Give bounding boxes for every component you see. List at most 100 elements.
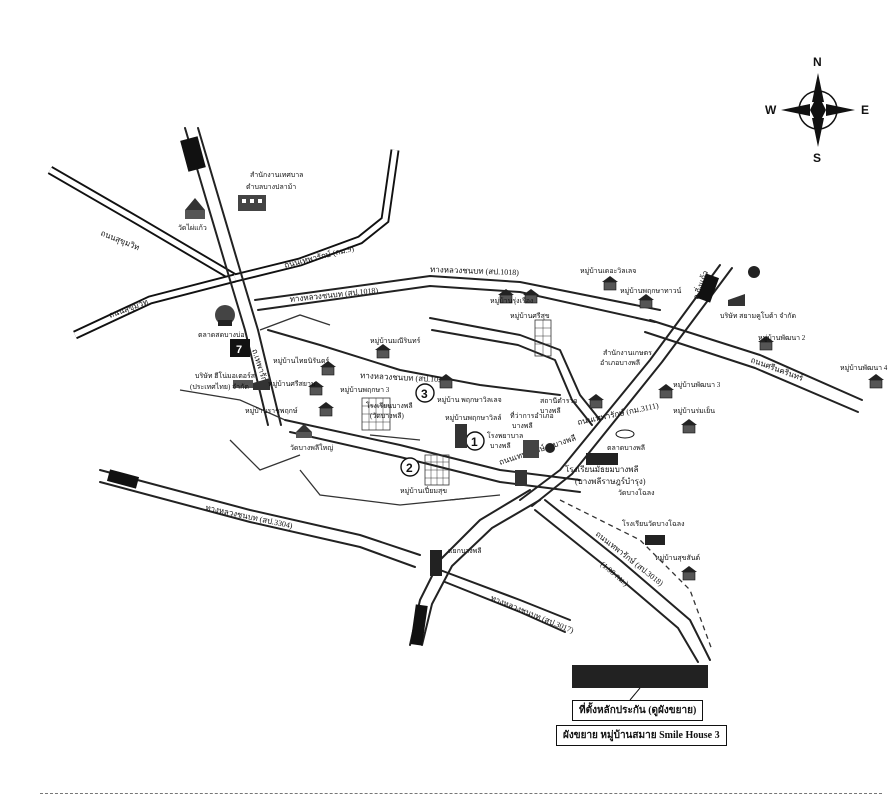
- road-shield-north: [180, 136, 206, 172]
- label-moo-ban-2: หมู่บ้านมณีรินทร์: [370, 337, 421, 345]
- compass-s: S: [813, 151, 821, 165]
- label-company-1: บริษัท ฮีโน่มอเตอร์ส: [195, 371, 256, 380]
- label-office-2: สถานีตำรวจ: [540, 397, 578, 405]
- label-hospital: โรงพยาบาล: [487, 431, 523, 440]
- label-3017: ทางหลวงชนบท (สป.3017): [489, 594, 575, 636]
- house-icon: [318, 402, 334, 417]
- building-icon: [515, 470, 527, 486]
- label-moo-ban-9: หมู่บ้านรุ่งเรือง: [490, 297, 533, 305]
- seven-eleven-icon: 7: [230, 339, 250, 357]
- house-icon: [588, 394, 604, 409]
- company-icon: [728, 294, 745, 306]
- label-moo-ban-3: หมู่บ้าน พฤกษาวิลเลจ: [437, 396, 502, 404]
- local-street-4: [259, 314, 331, 331]
- svg-text:3: 3: [421, 387, 428, 401]
- house-icon: [681, 566, 697, 581]
- label-moo-ban-15: หมู่บ้านร่มเย็น: [673, 406, 715, 415]
- label-moo-ban-4: หมู่บ้านพฤกษา 3: [340, 386, 390, 394]
- compass-e: E: [861, 103, 869, 117]
- label-hospital-b: บางพลี: [490, 442, 511, 450]
- label-company-2: บริษัท สยามคูโบต้า จำกัด: [720, 311, 796, 320]
- label-moo-ban-7: หมู่บ้านเดอะวิลเลจ: [580, 267, 636, 275]
- svg-text:1: 1: [471, 435, 478, 449]
- label-1018: ทางหลวงชนบท (สป.1018): [430, 265, 519, 277]
- label-district-office: สำนักงานเทศบาล: [250, 171, 303, 179]
- house-icon: [375, 344, 391, 359]
- road-shield-bottom: [410, 604, 428, 646]
- south-road-b: [421, 499, 541, 646]
- label-school-1b: (วัดบางพลี): [370, 412, 405, 420]
- label-sukhumvit-a: ถนนสุขุมวิท: [99, 229, 141, 253]
- housing-estate-grid: [361, 397, 391, 431]
- road-shield-left: [106, 469, 140, 489]
- house-icon: [308, 381, 324, 396]
- local-street-6: [369, 434, 421, 441]
- vertical-road-north: [184, 127, 282, 426]
- house-icon: [758, 336, 774, 351]
- inner-road-north: [429, 317, 601, 421]
- school-building-icon: [645, 535, 665, 545]
- road-to-site-b: [534, 509, 699, 663]
- label-junction: แยกบางพลี: [448, 547, 482, 555]
- district-office-icon: [238, 195, 266, 211]
- road-3304-a: [99, 469, 421, 556]
- label-moo-ban-right: หมู่บ้านสุขสันต์: [655, 554, 701, 562]
- svg-text:7: 7: [236, 344, 242, 356]
- road-shield-right: [696, 273, 720, 303]
- label-office-3: ที่ว่าการอำเภอ: [510, 411, 554, 420]
- site-label-box: ที่ตั้งหลักประกัน (ดูผังขยาย): [572, 700, 704, 721]
- label-company-1b: (ประเทศไทย) จำกัด: [190, 382, 249, 391]
- label-office-1b: อำเภอบางพลี: [600, 359, 640, 367]
- label-district-office2: ตำบลบางปลาม้า: [246, 183, 296, 191]
- site-location-marker: [572, 665, 708, 701]
- house-icon: [523, 289, 539, 304]
- house-icon: [498, 289, 514, 304]
- far-right-road-b: [644, 331, 859, 413]
- thepharak-road-a: [284, 419, 581, 481]
- label-office-1: สำนักงานเกษตร: [603, 349, 652, 357]
- major-highway-upper: [47, 149, 400, 340]
- company-icon: [233, 378, 270, 390]
- label-school-1: โรงเรียนบางพลี: [366, 401, 413, 410]
- label-moo-ban-10: หมู่บ้านศรีสุข: [510, 312, 550, 320]
- label-wat-phraeo: วัดไผ่แก้ว: [178, 223, 207, 232]
- housing-estate-grid: [455, 424, 467, 448]
- house-icon: [638, 294, 654, 309]
- house-icon: [681, 419, 697, 434]
- label-moo-ban-siam: หมู่บ้านศรีสยาม: [268, 380, 316, 388]
- label-moo-ban-6: หมู่บ้านเปี่ยมสุข: [400, 486, 447, 495]
- label-school-big-b: (บางพลีราษฎร์บำรุง): [575, 476, 646, 486]
- road-1018-upper: [254, 275, 661, 311]
- local-street-2: [229, 439, 301, 471]
- road-1026: [267, 329, 561, 396]
- junction-marker: [430, 550, 442, 576]
- inner-road-north-b: [431, 329, 593, 426]
- label-moo-ban-8: หมู่บ้านพฤกษาทาวน์: [620, 287, 681, 295]
- label-office-2b: บางพลี: [540, 407, 561, 415]
- road-3017-b: [444, 581, 566, 633]
- school-building-icon: [586, 453, 618, 465]
- house-icon: [658, 384, 674, 399]
- compass-w: W: [765, 103, 777, 117]
- kingkaew-road-b: [531, 267, 733, 507]
- road-to-site-dash: [559, 499, 713, 651]
- housing-estate-grid: [534, 319, 552, 357]
- road-3304-b: [99, 481, 416, 568]
- compass-rose: N S W E: [765, 55, 869, 165]
- label-wat-bang-plee: วัดบางพลีใหญ่: [290, 443, 333, 452]
- label-sukhumvit-b: ถนนสุขุมวิท: [108, 297, 150, 320]
- local-street-3: [299, 469, 471, 506]
- label-market-2: ตลาดบางพลี: [607, 444, 645, 452]
- temple-icon: [185, 198, 205, 219]
- hospital-icon: [523, 440, 555, 458]
- label-moo-ban-12: หมู่บ้านพัฒนา 2: [758, 334, 806, 342]
- market-icon: [215, 305, 235, 326]
- house-icon: [320, 361, 336, 376]
- label-wat-right: วัดบางโฉลง: [618, 488, 655, 497]
- local-street-1: [179, 389, 286, 421]
- label-3111: ถนนเทพารักษ์ (กม.3111): [576, 400, 659, 427]
- label-moo-ban-5: หมู่บ้านพฤกษาวิลล์: [445, 414, 502, 422]
- marker-1: 1: [465, 431, 485, 451]
- label-school-right: โรงเรียนวัดบางโฉลง: [622, 519, 684, 528]
